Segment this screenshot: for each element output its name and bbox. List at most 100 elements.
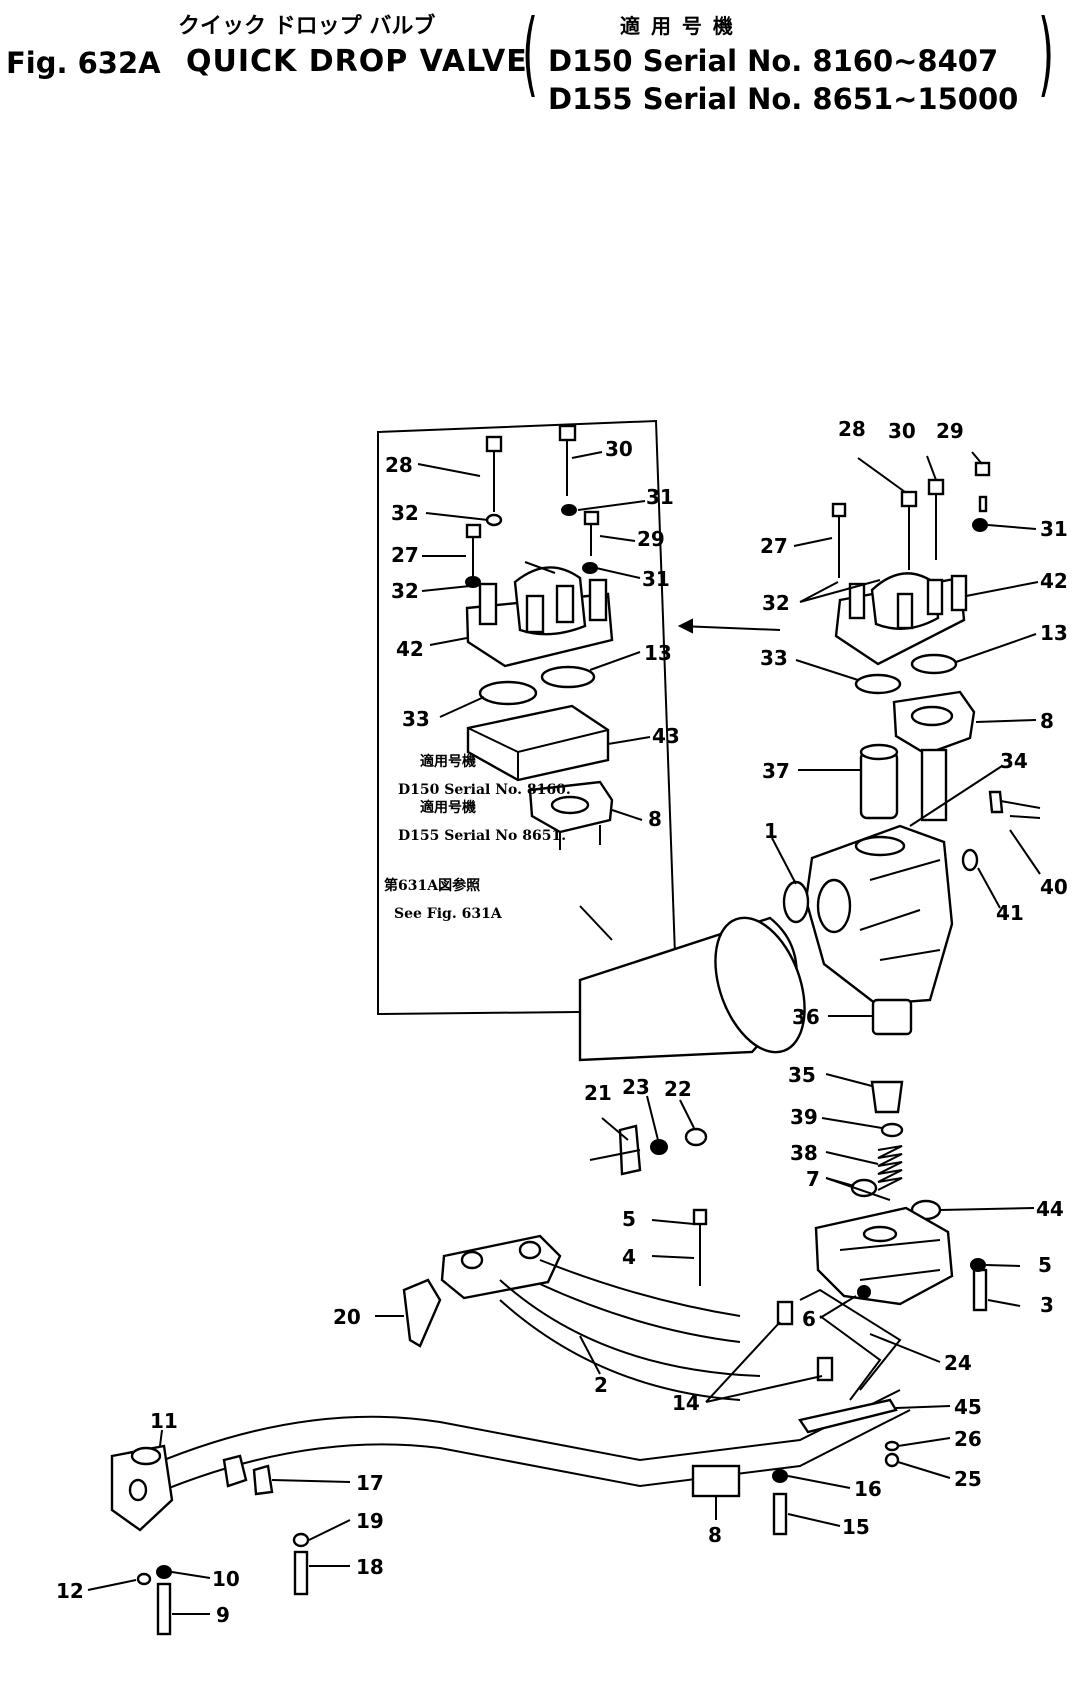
callout-label: 17 xyxy=(356,1471,384,1495)
main-spool-35 xyxy=(870,1080,904,1114)
callout-label: 30 xyxy=(888,419,916,443)
inset-note-jp-2: 適用号機 xyxy=(420,799,476,816)
callout-label: 32 xyxy=(391,501,419,525)
main-o-ring-1 xyxy=(782,880,810,924)
main-hose-clamp-14a xyxy=(776,1300,794,1326)
main-tube-2 xyxy=(499,1259,761,1401)
figure-header: クイック ドロップ バルブ 適 用 号 機 Fig. 632A QUICK DR… xyxy=(0,0,1090,120)
inset-bolt-28 xyxy=(485,435,503,527)
main-hose-20 xyxy=(402,1278,442,1348)
main-bolt-3 xyxy=(972,1268,988,1312)
main-pipe-to-fig-631a xyxy=(578,916,806,1062)
main-bolt-22 xyxy=(684,1127,708,1147)
inset-bolt-29 xyxy=(582,510,600,574)
callout-label: 5 xyxy=(1038,1253,1052,1277)
callout-label: 31 xyxy=(1040,517,1068,541)
callout-label: 4 xyxy=(622,1245,636,1269)
main-o-ring-33 xyxy=(854,673,902,695)
inset-pointer-arrow xyxy=(677,618,693,634)
main-end-block-11 xyxy=(110,1444,174,1532)
callout-label: 12 xyxy=(56,1579,84,1603)
callout-label: 19 xyxy=(356,1509,384,1533)
main-bolt-29 xyxy=(974,461,991,513)
callout-label: 3 xyxy=(1040,1293,1054,1317)
callout-label: 21 xyxy=(584,1081,612,1105)
main-bolt-40 xyxy=(988,790,1041,819)
callout-label: 23 xyxy=(622,1075,650,1099)
callout-label: 8 xyxy=(708,1523,722,1547)
callout-label: 42 xyxy=(1040,569,1068,593)
main-bolt-30 xyxy=(927,478,945,560)
callout-label: 40 xyxy=(1040,875,1068,899)
main-bolt-28 xyxy=(900,490,918,570)
callout-label: 26 xyxy=(954,1427,982,1451)
callout-label: 10 xyxy=(212,1567,240,1591)
callout-label: 13 xyxy=(644,641,672,665)
callout-label: 32 xyxy=(391,579,419,603)
main-washer-10 xyxy=(156,1565,172,1579)
serial-range-d150: D150 Serial No. 8160~8407 xyxy=(548,44,999,78)
callout-label: 42 xyxy=(396,637,424,661)
callout-label: 45 xyxy=(954,1395,982,1419)
callout-label: 41 xyxy=(996,901,1024,925)
main-hose-clamp-14b xyxy=(816,1356,834,1382)
callout-label: 43 xyxy=(652,724,680,748)
callout-label: 34 xyxy=(1000,749,1028,773)
main-sleeve-37 xyxy=(859,743,899,820)
main-bolt-18 xyxy=(293,1550,309,1596)
callout-label: 9 xyxy=(216,1603,230,1627)
main-flange-8 xyxy=(892,690,976,822)
main-clamp-17 xyxy=(222,1454,274,1496)
main-sleeve-36 xyxy=(871,998,913,1036)
callout-label: 33 xyxy=(402,707,430,731)
callout-label: 5 xyxy=(622,1207,636,1231)
figure-title: QUICK DROP VALVE xyxy=(186,44,528,79)
applicable-models-japanese: 適 用 号 機 xyxy=(620,14,735,38)
callout-label: 28 xyxy=(385,453,413,477)
main-bolt-25 xyxy=(884,1452,900,1468)
main-valve-housing-42 xyxy=(834,572,968,666)
callout-label: 20 xyxy=(333,1305,361,1329)
main-o-ring-13 xyxy=(910,653,958,675)
callout-label: 39 xyxy=(790,1105,818,1129)
callout-label: 29 xyxy=(637,527,665,551)
callout-label: 38 xyxy=(790,1141,818,1165)
main-shim-39 xyxy=(880,1122,904,1138)
callout-label: 37 xyxy=(762,759,790,783)
inset-note-jp-1: 適用号機 xyxy=(420,753,476,770)
inset-valve-housing xyxy=(465,566,614,668)
callout-label: 18 xyxy=(356,1555,384,1579)
main-washer-19 xyxy=(292,1532,310,1548)
main-plug-12 xyxy=(136,1572,152,1586)
callout-label: 24 xyxy=(944,1351,972,1375)
callout-label: 8 xyxy=(1040,709,1054,733)
callout-label: 11 xyxy=(150,1409,178,1433)
inset-o-ring-33 xyxy=(478,680,538,706)
main-washer-23 xyxy=(650,1139,668,1155)
main-tube-24 xyxy=(799,1288,902,1401)
callout-label: 27 xyxy=(391,543,419,567)
main-o-ring-7 xyxy=(850,1178,878,1198)
callout-label: 8 xyxy=(648,807,662,831)
main-lower-block xyxy=(691,1464,741,1520)
callout-label: 27 xyxy=(760,534,788,558)
callout-label: 13 xyxy=(1040,621,1068,645)
callout-label: 6 xyxy=(802,1307,816,1331)
serial-range-d155: D155 Serial No. 8651~15000 xyxy=(548,82,1019,116)
callout-label: 14 xyxy=(672,1391,700,1415)
main-bolt-15 xyxy=(772,1492,788,1536)
main-bolt-27 xyxy=(831,502,847,578)
main-bolt-9 xyxy=(156,1582,172,1636)
main-washer-41 xyxy=(961,848,979,872)
callout-label: 29 xyxy=(936,419,964,443)
callout-labels: 28 30 32 31 27 29 32 31 42 13 33 43 8 28… xyxy=(56,417,1068,1627)
main-plug-6 xyxy=(857,1285,871,1299)
reference-english: See Fig. 631A xyxy=(394,906,503,922)
callout-label: 31 xyxy=(646,485,674,509)
main-leader-lines xyxy=(87,451,1041,1615)
callout-label: 1 xyxy=(764,819,778,843)
callout-label: 16 xyxy=(854,1477,882,1501)
callout-label: 15 xyxy=(842,1515,870,1539)
inset-bolt-27 xyxy=(465,523,482,588)
